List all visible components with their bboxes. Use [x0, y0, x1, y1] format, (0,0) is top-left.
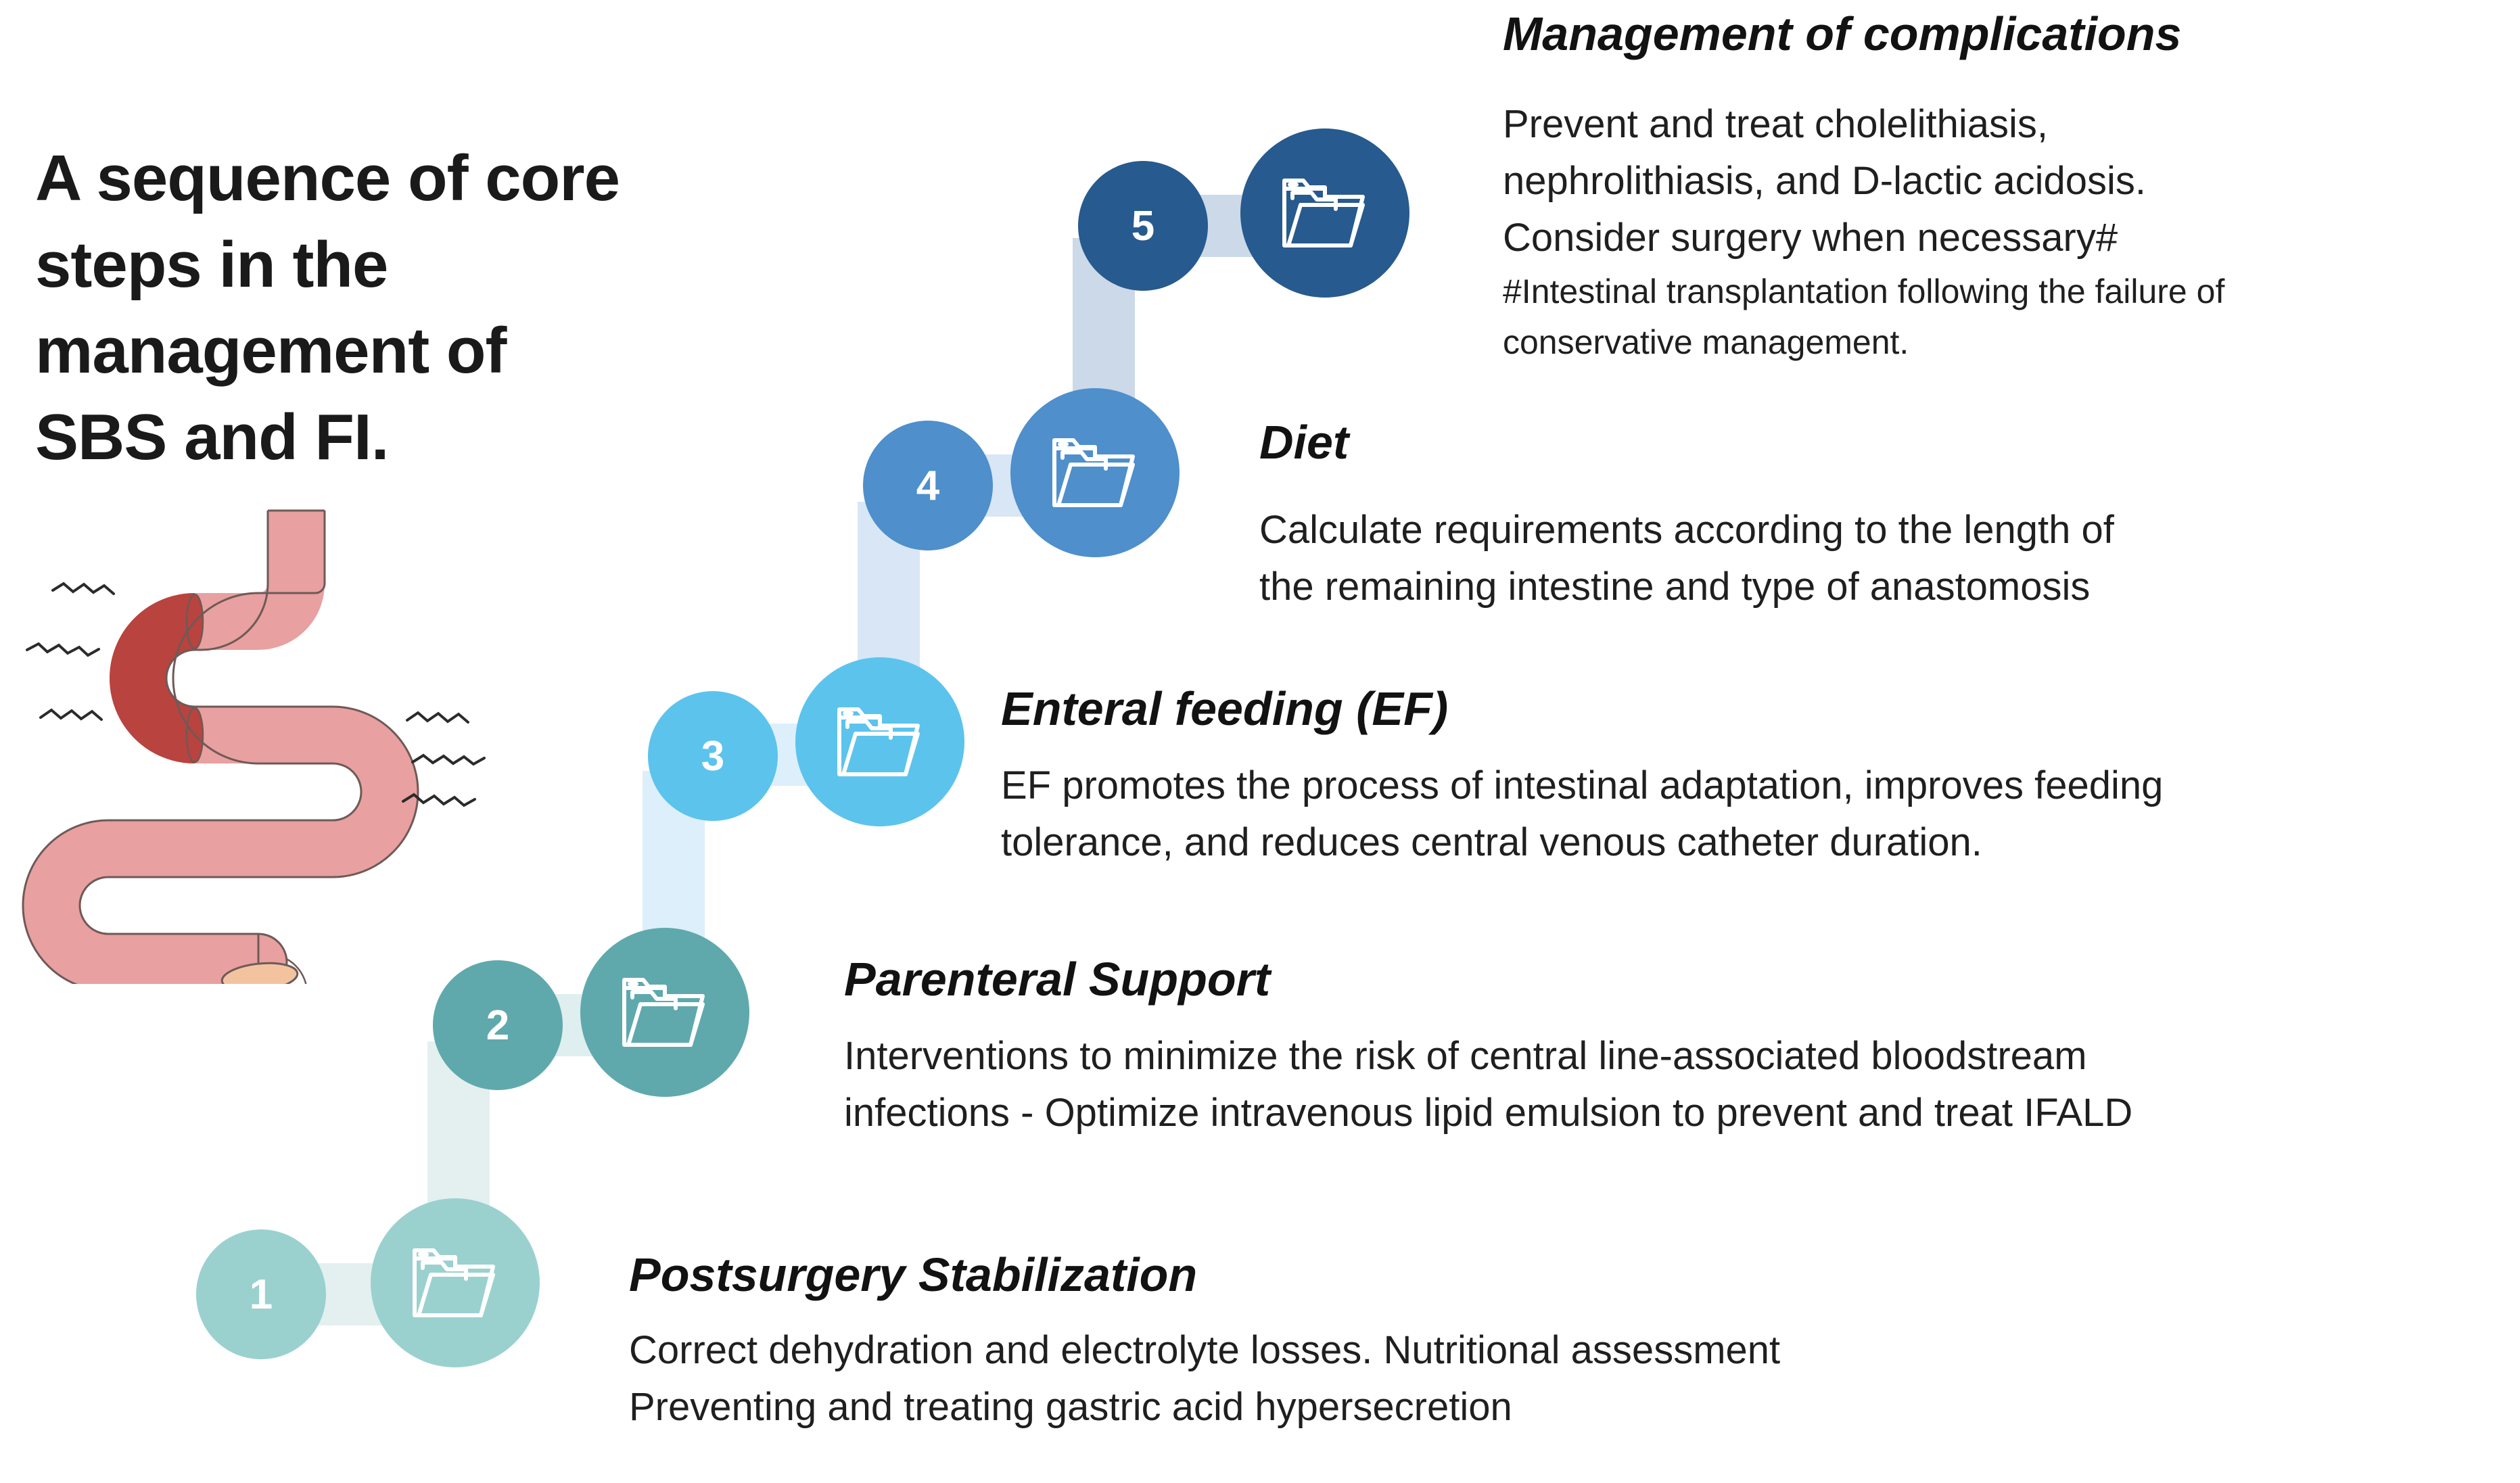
step-body-2-line-2: infections - Optimize intravenous lipid … — [844, 1091, 2133, 1135]
step-number-4-label: 4 — [916, 462, 940, 509]
title-line-1: A sequence of core — [35, 142, 620, 214]
step-number-1[interactable]: 1 — [196, 1229, 326, 1359]
step-body-4-line-1: Calculate requirements according to the … — [1259, 508, 2114, 552]
step-number-2-label: 2 — [486, 1002, 510, 1049]
step-number-3[interactable]: 3 — [648, 691, 778, 821]
step-icon-circle-5[interactable] — [1240, 128, 1409, 298]
inflamed-intestine-illustration — [20, 504, 534, 994]
page-title: A sequence of core steps in the manageme… — [35, 135, 752, 481]
step-icon-circle-2[interactable] — [580, 928, 749, 1097]
step-body-5: Prevent and treat cholelithiasis, nephro… — [1503, 96, 2517, 368]
step-heading-1: Postsurgery Stabilization — [629, 1248, 1198, 1301]
step-body-3-line-2: tolerance, and reduces central venous ca… — [1001, 820, 1982, 865]
step-body-4-line-2: the remaining intestine and type of anas… — [1259, 565, 2091, 609]
step-body-3-line-1: EF promotes the process of intestinal ad… — [1001, 763, 2164, 807]
step-number-1-label: 1 — [249, 1271, 273, 1318]
step-body-5-line-2: nephrolithiasis, and D-lactic acidosis. — [1503, 159, 2146, 204]
step-body-1: Correct dehydration and electrolyte loss… — [629, 1322, 2252, 1436]
folder-icon — [620, 974, 709, 1050]
step-icon-circle-3[interactable] — [795, 657, 964, 826]
step-body-4: Calculate requirements according to the … — [1259, 502, 2517, 615]
step-heading-2: Parenteral Support — [844, 953, 1271, 1006]
folder-icon — [1280, 175, 1370, 251]
step-heading-5: Management of complications — [1503, 7, 2182, 60]
step-heading-3: Enteral feeding (EF) — [1001, 682, 1449, 735]
step-body-5-line-3: Consider surgery when necessary# — [1503, 216, 2118, 260]
step-body-1-line-2: Preventing and treating gastric acid hyp… — [629, 1385, 1512, 1430]
step-body-1-line-1: Correct dehydration and electrolyte loss… — [629, 1328, 1781, 1372]
step-icon-circle-4[interactable] — [1010, 388, 1180, 557]
step-number-3-label: 3 — [701, 732, 725, 780]
step-body-5-footnote-line-2: conservative management. — [1503, 323, 1909, 362]
folder-icon — [835, 704, 925, 780]
step-number-5[interactable]: 5 — [1078, 161, 1208, 291]
pain-lines-right — [402, 711, 486, 807]
step-icon-circle-1[interactable] — [371, 1198, 540, 1367]
title-line-4: SBS and FI. — [35, 401, 389, 474]
step-body-2-line-1: Interventions to minimize the risk of ce… — [844, 1034, 2087, 1078]
inflamed-segment — [110, 593, 196, 763]
step-heading-4: Diet — [1259, 416, 1349, 469]
title-line-3: management of — [35, 314, 507, 387]
intestine-contours — [22, 509, 419, 992]
folder-icon — [411, 1245, 500, 1321]
folder-icon — [1050, 435, 1140, 511]
pain-lines-left — [26, 582, 115, 721]
intestine-body — [23, 511, 418, 991]
step-body-5-footnote-line-1: #Intestinal transplantation following th… — [1503, 273, 2225, 311]
step-number-5-label: 5 — [1131, 202, 1155, 250]
step-body-3: EF promotes the process of intestinal ad… — [1001, 757, 2520, 871]
step-number-2[interactable]: 2 — [433, 960, 563, 1090]
step-number-4[interactable]: 4 — [863, 421, 993, 550]
step-body-5-line-1: Prevent and treat cholelithiasis, — [1503, 102, 2048, 146]
step-body-2: Interventions to minimize the risk of ce… — [844, 1028, 2520, 1141]
title-line-2: steps in the — [35, 228, 388, 301]
